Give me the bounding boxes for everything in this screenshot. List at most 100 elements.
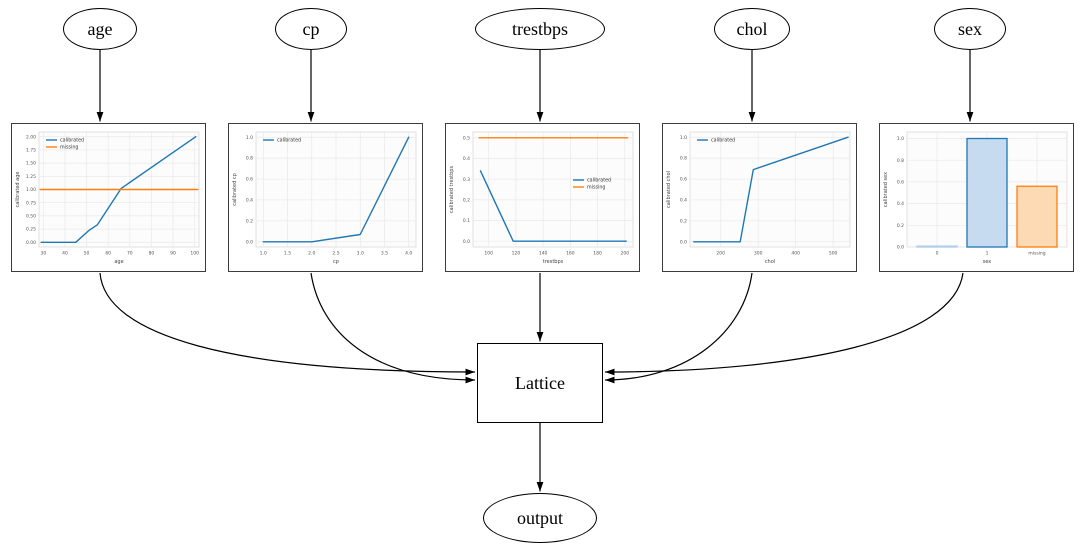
svg-text:120: 120 — [512, 251, 521, 257]
svg-text:0.00: 0.00 — [26, 240, 36, 246]
svg-text:0.0: 0.0 — [246, 239, 253, 245]
svg-text:0.4: 0.4 — [463, 156, 470, 162]
svg-text:chol: chol — [765, 259, 775, 265]
svg-text:0.2: 0.2 — [246, 218, 253, 224]
svg-text:0.5: 0.5 — [463, 135, 470, 141]
svg-text:1.0: 1.0 — [246, 135, 253, 141]
svg-text:1.75: 1.75 — [26, 148, 36, 154]
svg-text:200: 200 — [716, 251, 725, 257]
svg-text:missing: missing — [60, 145, 78, 151]
edge-calibrator-cp-to-lattice — [310, 272, 476, 384]
svg-text:2.0: 2.0 — [308, 251, 315, 257]
svg-text:0.8: 0.8 — [897, 158, 904, 164]
svg-text:cp: cp — [333, 259, 339, 265]
svg-text:30: 30 — [40, 251, 46, 257]
svg-text:0.25: 0.25 — [26, 227, 36, 233]
svg-text:missing: missing — [1028, 251, 1045, 257]
svg-text:sex: sex — [983, 259, 992, 265]
edge-calibrator-age-to-lattice — [99, 272, 476, 376]
series-calibrated — [693, 136, 849, 243]
output-node: output — [483, 493, 597, 543]
input-node-cp-label: cp — [302, 18, 320, 39]
svg-text:calibrated: calibrated — [60, 138, 84, 144]
svg-text:calibrated: calibrated — [277, 138, 301, 144]
svg-text:0.4: 0.4 — [680, 198, 687, 204]
svg-text:4.0: 4.0 — [405, 251, 412, 257]
svg-text:60: 60 — [105, 251, 111, 257]
svg-text:1: 1 — [986, 251, 989, 257]
series-calibrated — [262, 136, 410, 243]
svg-text:0.0: 0.0 — [463, 239, 470, 245]
input-node-chol-label: chol — [736, 18, 768, 39]
svg-text:3.0: 3.0 — [357, 251, 364, 257]
svg-text:80: 80 — [149, 251, 155, 257]
svg-text:calibrated cp: calibrated cp — [232, 173, 238, 206]
svg-text:0.6: 0.6 — [897, 180, 904, 186]
input-node-sex-label: sex — [958, 18, 982, 39]
svg-text:1.0: 1.0 — [260, 251, 267, 257]
svg-text:0.8: 0.8 — [246, 156, 253, 162]
svg-text:160: 160 — [566, 251, 575, 257]
input-node-age: age — [63, 8, 137, 50]
svg-text:100: 100 — [484, 251, 493, 257]
svg-text:1.5: 1.5 — [284, 251, 291, 257]
svg-text:0.6: 0.6 — [246, 177, 253, 183]
input-node-cp: cp — [275, 8, 347, 50]
svg-text:calibrated: calibrated — [711, 138, 735, 144]
svg-text:1.0: 1.0 — [680, 135, 687, 141]
series-calibrated — [40, 135, 197, 244]
svg-text:0.1: 0.1 — [463, 218, 470, 224]
svg-text:calibrated trestbps: calibrated trestbps — [449, 166, 455, 214]
svg-text:missing: missing — [587, 185, 605, 191]
svg-text:0.8: 0.8 — [680, 156, 687, 162]
svg-text:400: 400 — [791, 251, 800, 257]
output-node-label: output — [516, 507, 563, 528]
chart-legend: calibrated — [263, 138, 301, 144]
svg-text:500: 500 — [829, 251, 838, 257]
svg-text:0.50: 0.50 — [26, 213, 36, 219]
svg-text:0.0: 0.0 — [897, 245, 904, 251]
svg-text:3.5: 3.5 — [381, 251, 388, 257]
svg-text:2.00: 2.00 — [26, 134, 36, 140]
svg-text:calibrated sex: calibrated sex — [883, 172, 889, 207]
svg-text:200: 200 — [621, 251, 630, 257]
input-node-chol: chol — [714, 8, 790, 50]
svg-text:calibrated: calibrated — [587, 178, 611, 184]
svg-text:50: 50 — [84, 251, 90, 257]
svg-text:1.00: 1.00 — [26, 187, 36, 193]
input-node-trestbps: trestbps — [475, 8, 605, 50]
lattice-node-label: Lattice — [515, 372, 565, 393]
svg-text:40: 40 — [62, 251, 68, 257]
edge-calibrator-chol-to-lattice — [604, 272, 753, 384]
svg-text:100: 100 — [190, 251, 199, 257]
chart-legend: calibrated — [697, 138, 735, 144]
svg-text:calibrated chol: calibrated chol — [666, 171, 672, 208]
svg-text:0.6: 0.6 — [680, 177, 687, 183]
svg-text:0.2: 0.2 — [897, 223, 904, 229]
lattice-node: Lattice — [477, 343, 603, 423]
svg-text:0.3: 0.3 — [463, 177, 470, 183]
bar-missing — [1016, 185, 1058, 248]
svg-text:0: 0 — [936, 251, 939, 257]
svg-text:70: 70 — [127, 251, 133, 257]
svg-text:1.50: 1.50 — [26, 161, 36, 167]
input-node-trestbps-label: trestbps — [512, 18, 568, 39]
input-node-sex: sex — [934, 8, 1006, 50]
svg-text:180: 180 — [593, 251, 602, 257]
edge-calibrator-sex-to-lattice — [604, 272, 964, 376]
bar-0 — [916, 245, 958, 248]
svg-text:0.2: 0.2 — [680, 218, 687, 224]
svg-text:0.75: 0.75 — [26, 200, 36, 206]
bar-1 — [966, 137, 1008, 248]
